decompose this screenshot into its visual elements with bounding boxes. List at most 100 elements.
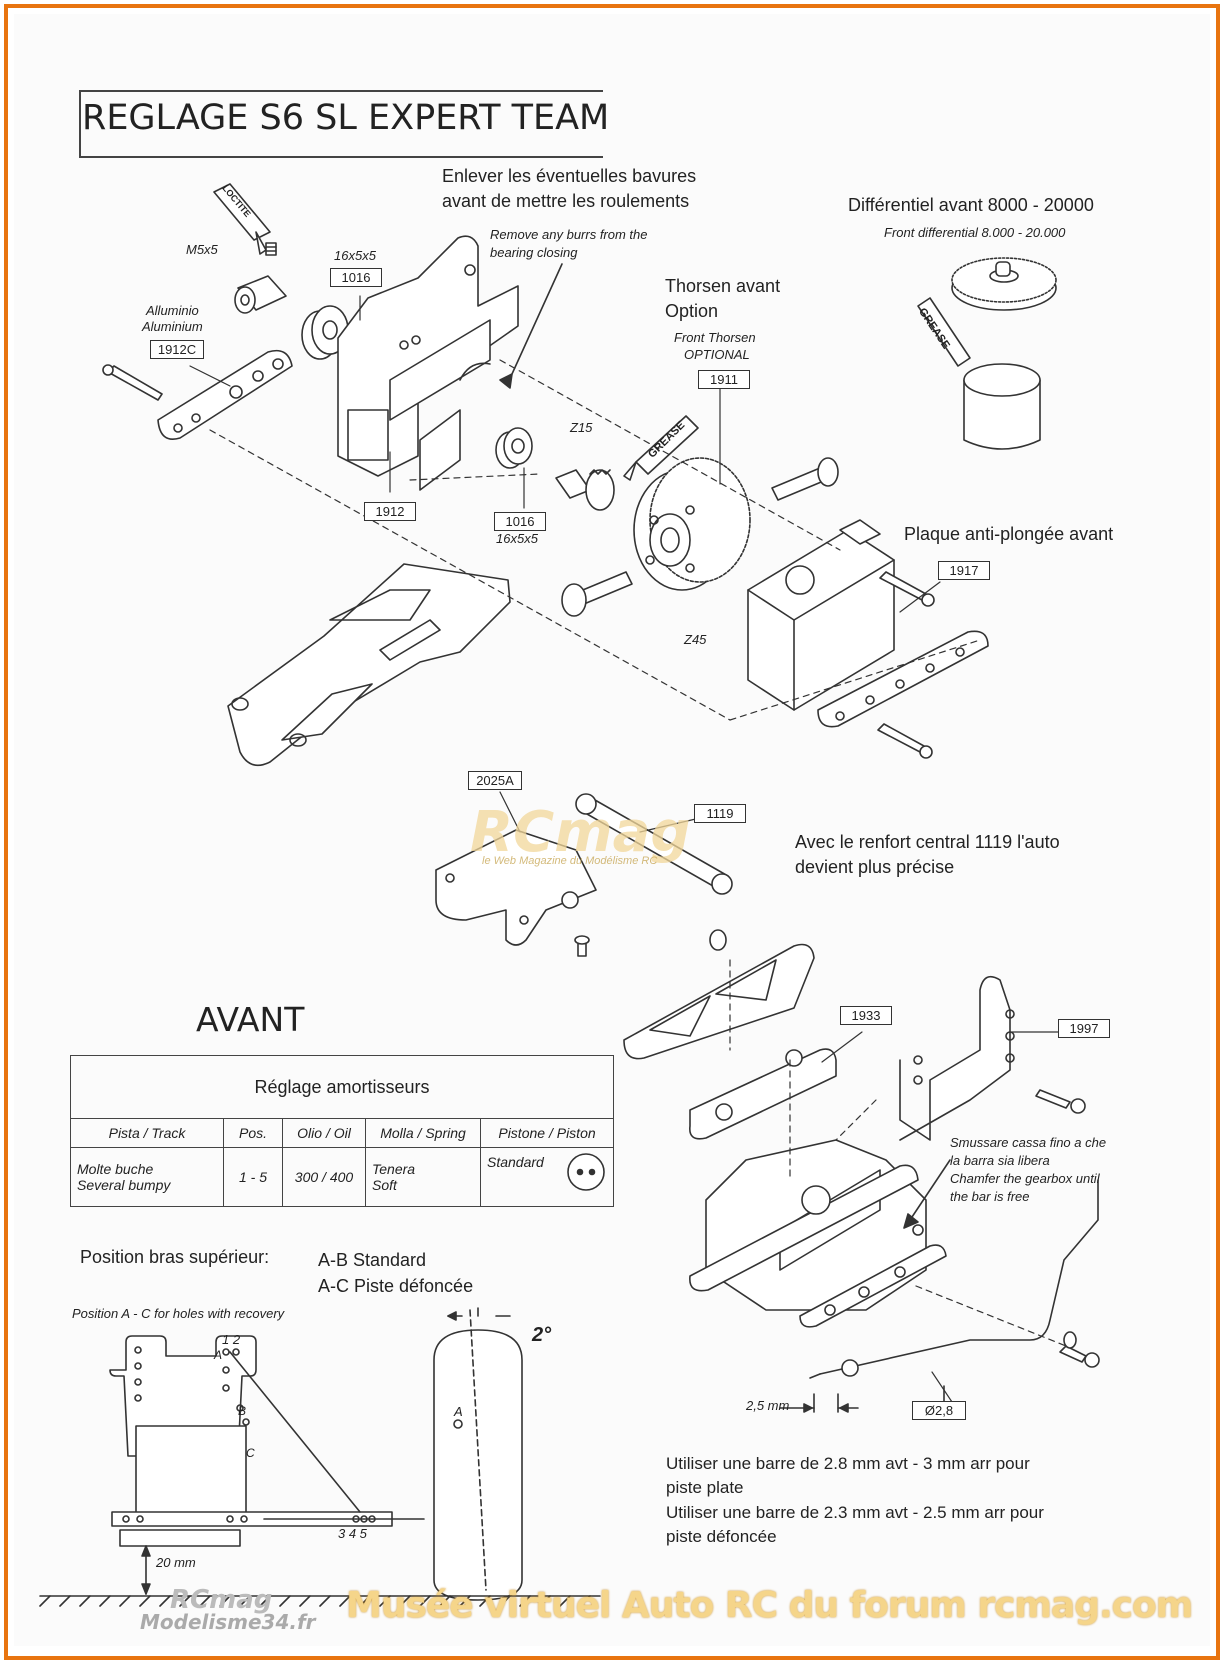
note-thorsen-en: OPTIONAL [684, 347, 750, 362]
part-number-box: 1016 [494, 512, 546, 531]
hole-letter: C [246, 1446, 255, 1460]
central-brace-icon [575, 793, 733, 951]
assembly-guide-lines [729, 959, 1067, 1347]
label-bearing-size: 16x5x5 [334, 248, 376, 263]
arm-position-diagram [39, 1307, 601, 1607]
assembled-front-end-icon [689, 1139, 947, 1328]
note-diff-en: Front differential 8.000 - 20.000 [884, 225, 1066, 240]
page-title: REGLAGE S6 SL EXPERT TEAM [82, 98, 610, 138]
arrow-icon [499, 263, 563, 389]
cell-pos: 1 - 5 [223, 1147, 283, 1207]
note-renfort: Avec le renfort central 1119 l'auto [795, 832, 1060, 852]
cell-oil: 300 / 400 [282, 1147, 366, 1207]
assembly-guide-lines [209, 359, 981, 721]
shock-mount-icon [689, 1048, 837, 1140]
screw-icon [102, 364, 163, 401]
gearbox-housing-icon [337, 235, 519, 491]
part-number-box: 1016 [330, 268, 382, 287]
note-chamfer-en: the bar is free [950, 1189, 1030, 1204]
note-renfort: devient plus précise [795, 857, 955, 877]
front-differential-icon [951, 257, 1057, 450]
label-m5x5: M5x5 [186, 242, 218, 257]
aluminium-plate-icon [157, 349, 293, 440]
note-bar-bumpy: Utiliser une barre de 2.3 mm avt - 2.5 m… [666, 1503, 1044, 1522]
note-burrs-en: Remove any burrs from the [490, 227, 648, 242]
part-number-box: 1917 [938, 561, 990, 580]
bearing-icon [495, 427, 533, 469]
label-z15: Z15 [570, 420, 593, 435]
note-bar-flat: Utiliser une barre de 2.8 mm avt - 3 mm … [666, 1454, 1030, 1473]
label-dimension: 2,5 mm [746, 1398, 790, 1413]
section-heading-avant: AVANT [196, 1000, 305, 1039]
hole-letter: A [214, 1348, 223, 1362]
table-header: Pista / Track [70, 1118, 224, 1148]
brace-plate-icon [435, 829, 597, 957]
label-z45: Z45 [684, 632, 707, 647]
page-border [4, 4, 1220, 1660]
note-burrs-fr: avant de mettre les roulements [442, 191, 690, 211]
hole-numbers: 3 4 5 [338, 1526, 367, 1541]
part-number-box: 1912 [364, 502, 416, 521]
anti-roll-bar-icon [809, 1179, 1100, 1379]
title-frame [79, 90, 603, 158]
position-label: Position bras supérieur: [80, 1247, 270, 1267]
upper-deck-icon [623, 943, 815, 1060]
note-chamfer-it: Smussare cassa fino a che [950, 1135, 1107, 1150]
note-bar-bumpy: piste défoncée [666, 1527, 777, 1546]
front-gearbox-icon [747, 519, 895, 711]
label-bearing-size: 16x5x5 [496, 531, 538, 546]
screw-icon [1035, 1089, 1086, 1114]
watermark-logo: RCmag [470, 800, 691, 865]
part-number-box: 1997 [1058, 1019, 1110, 1038]
note-bar-flat: piste plate [666, 1478, 744, 1497]
differential-gear-icon [633, 457, 751, 591]
outdrive-icon [561, 571, 633, 617]
position-option: A-C Piste défoncée [318, 1276, 474, 1296]
shock-settings-table: Réglage amortisseurs Pista / Track Pos. … [70, 1055, 614, 1207]
label-alu: Alluminio [146, 303, 199, 318]
grease-tube-icon [623, 415, 699, 481]
suspension-arm-icon [227, 563, 511, 767]
tyre-letter: A [454, 1404, 463, 1419]
table-header: Pistone / Piston [480, 1118, 614, 1148]
arrow-icon [903, 1159, 951, 1229]
part-number-box: 2025A [468, 771, 522, 790]
part-number-box: 1933 [840, 1006, 892, 1025]
table-caption: Réglage amortisseurs [70, 1055, 614, 1119]
setscrew-icon [265, 242, 277, 256]
note-burrs-fr: Enlever les éventuelles bavures [442, 166, 697, 186]
ride-height: 20 mm [156, 1555, 196, 1570]
pinion-gear-icon [555, 469, 615, 511]
note-chamfer-it: la barra sia libera [950, 1153, 1050, 1168]
outdrive-icon [771, 457, 839, 501]
screw-icon [879, 571, 935, 607]
note-burrs-en: bearing closing [490, 245, 578, 260]
screw-icon [877, 723, 933, 759]
cell-piston: Standard [480, 1147, 614, 1207]
label-alu: Aluminium [142, 319, 203, 334]
shock-tower-icon [899, 975, 1015, 1141]
table-header: Pos. [223, 1118, 283, 1148]
part-number-box: Ø2,8 [912, 1401, 966, 1420]
hole-letter: B [238, 1404, 247, 1418]
camber-angle: 2° [532, 1324, 552, 1346]
watermark-site: Modelisme34.fr [140, 1610, 316, 1634]
loctite-tube-icon [213, 183, 271, 255]
note-thorsen-fr: Option [665, 301, 719, 321]
leader-lines [189, 295, 1061, 1403]
note-plaque: Plaque anti-plongée avant [904, 524, 1114, 544]
part-number-box: 1119 [694, 804, 746, 823]
drive-cup-icon [234, 275, 287, 314]
watermark-caption: Musée virtuel Auto RC du forum rcmag.com [346, 1585, 1193, 1626]
table-header: Molla / Spring [365, 1118, 481, 1148]
note-thorsen-fr: Thorsen avant [665, 276, 781, 296]
part-number-box: 1912C [150, 340, 204, 359]
note-thorsen-en: Front Thorsen [674, 330, 756, 345]
grease-tube-icon [917, 297, 971, 367]
hole-numbers: 1 2 [222, 1332, 241, 1347]
position-note: Position A - C for holes with recovery [72, 1306, 285, 1321]
